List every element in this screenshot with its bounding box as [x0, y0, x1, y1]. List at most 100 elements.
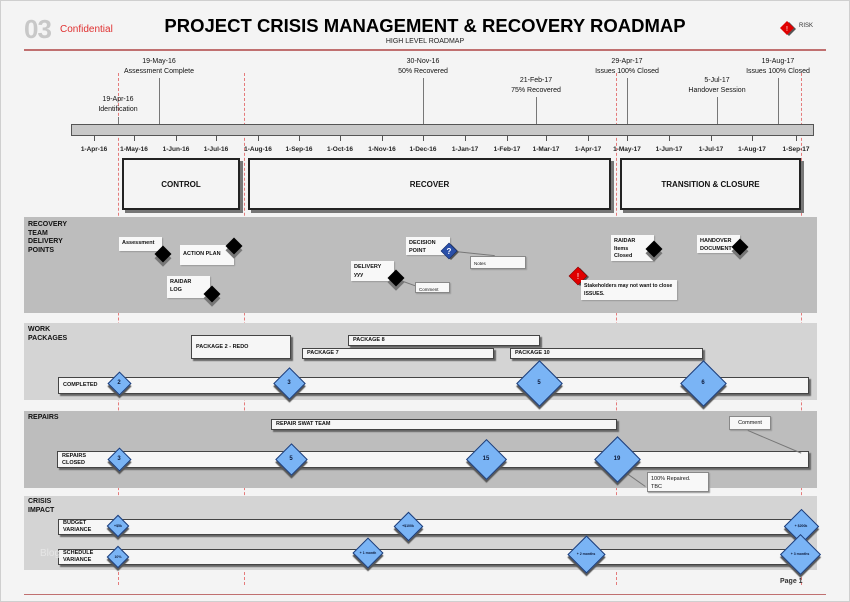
- work-package-bar[interactable]: PACKAGE 10: [510, 348, 703, 359]
- comment-note: Comment: [415, 282, 450, 293]
- count-diamond-label: + 1 month: [359, 551, 377, 555]
- count-diamond-label: 6: [701, 380, 705, 386]
- timeline-tick-label: 1-Nov-16: [368, 146, 396, 153]
- phase-control: CONTROL: [122, 158, 240, 210]
- timeline-tick-label: 1-Sep-16: [285, 146, 313, 153]
- count-diamond-label: 19: [613, 456, 621, 462]
- repair-swat-bar[interactable]: REPAIR SWAT TEAM: [271, 419, 617, 430]
- timeline-tick-label: 1-Dec-16: [409, 146, 437, 153]
- milestone-stem: [627, 78, 628, 124]
- delivery-note-action-plan: ACTION PLAN: [180, 245, 234, 265]
- classification-label: Confidential: [60, 24, 113, 35]
- timeline-tick-label: 1-Jul-16: [203, 146, 229, 153]
- repaired-note: 100% Repaired.TBC: [647, 472, 709, 492]
- timeline-tick: [423, 136, 424, 141]
- svg-text:!: !: [786, 26, 788, 33]
- timeline-tick-label: 1-Oct-16: [326, 146, 353, 153]
- timeline-tick-label: 1-Jun-17: [655, 146, 683, 153]
- timeline-tick-label: 1-Sep-17: [782, 146, 810, 153]
- timeline-tick-label: 1-May-16: [120, 146, 148, 153]
- timeline-tick: [711, 136, 712, 141]
- milestone-stem: [159, 78, 160, 124]
- phase-transition-closure: TRANSITION & CLOSURE: [620, 158, 801, 210]
- timeline-tick: [627, 136, 628, 141]
- timeline-tick: [299, 136, 300, 141]
- risk-diamond-icon: !: [780, 21, 796, 36]
- delivery-note-assessment: Assessment: [119, 237, 162, 251]
- timeline-tick-label: 1-Feb-17: [493, 146, 521, 153]
- milestone-stem: [717, 97, 718, 124]
- page-number: Page 1: [780, 578, 803, 585]
- footer-divider: [24, 594, 826, 595]
- notes-note: Notes: [470, 256, 526, 269]
- timeline-tick-label: 1-Jan-17: [451, 146, 479, 153]
- risk-legend-label: RISK: [799, 23, 814, 29]
- timeline-tick: [94, 136, 95, 141]
- count-diamond-label: 2: [117, 380, 121, 386]
- header-divider: [24, 49, 826, 51]
- timeline-tick: [340, 136, 341, 141]
- watermark: Blog: [40, 548, 61, 559]
- work-package-bar[interactable]: PACKAGE 2 - REDO: [191, 335, 291, 359]
- work-package-bar[interactable]: PACKAGE 7: [302, 348, 494, 359]
- milestone-stem: [536, 97, 537, 124]
- timeline-tick: [669, 136, 670, 141]
- timeline-tick-label: 1-Jun-16: [162, 146, 190, 153]
- timeline-tick: [546, 136, 547, 141]
- timeline-tick: [588, 136, 589, 141]
- timeline-tick: [382, 136, 383, 141]
- svg-text:!: !: [577, 272, 579, 281]
- page-subtitle: HIGH LEVEL ROADMAP: [385, 38, 465, 45]
- count-diamond-label: + 3 months: [790, 552, 810, 556]
- delivery-points-band: [24, 217, 817, 313]
- timeline-tick: [796, 136, 797, 141]
- count-diamond-label: 5: [537, 380, 541, 386]
- timeline-tick-label: 1-Apr-17: [574, 146, 602, 153]
- milestone-stem: [118, 117, 119, 124]
- count-diamond-label: 3: [287, 380, 291, 386]
- count-diamond-label: +$5k: [114, 524, 122, 528]
- work-package-bar[interactable]: PACKAGE 8: [348, 335, 540, 346]
- timeline-tick: [507, 136, 508, 141]
- timeline-tick-label: 1-Apr-16: [80, 146, 108, 153]
- milestone-stem: [423, 78, 424, 124]
- timeline-tick: [465, 136, 466, 141]
- timeline-bar: [71, 124, 814, 136]
- timeline-tick: [176, 136, 177, 141]
- repairs-label: REPAIRS: [28, 414, 59, 421]
- timeline-tick: [752, 136, 753, 141]
- count-diamond-label: +$100k: [402, 524, 414, 528]
- slide-number: 03: [24, 14, 52, 44]
- comment-note: Comment: [729, 416, 771, 430]
- count-diamond-label: 10%: [114, 555, 122, 559]
- timeline-tick: [216, 136, 217, 141]
- milestone-stem: [778, 78, 779, 124]
- timeline-tick-label: 1-Mar-17: [532, 146, 560, 153]
- svg-text:?: ?: [447, 247, 452, 256]
- timeline-tick-label: 1-Jul-17: [698, 146, 724, 153]
- count-diamond-label: + 2 months: [576, 552, 596, 556]
- count-diamond-label: 3: [117, 456, 121, 462]
- timeline-tick: [258, 136, 259, 141]
- risk-note: Stakeholders may not want to close ISSUE…: [581, 280, 677, 300]
- timeline-tick-label: 1-Aug-17: [738, 146, 766, 153]
- count-diamond-label: + $200k: [794, 524, 808, 528]
- phase-recover: RECOVER: [248, 158, 611, 210]
- completed-bar: COMPLETED: [58, 377, 809, 394]
- timeline-tick: [134, 136, 135, 141]
